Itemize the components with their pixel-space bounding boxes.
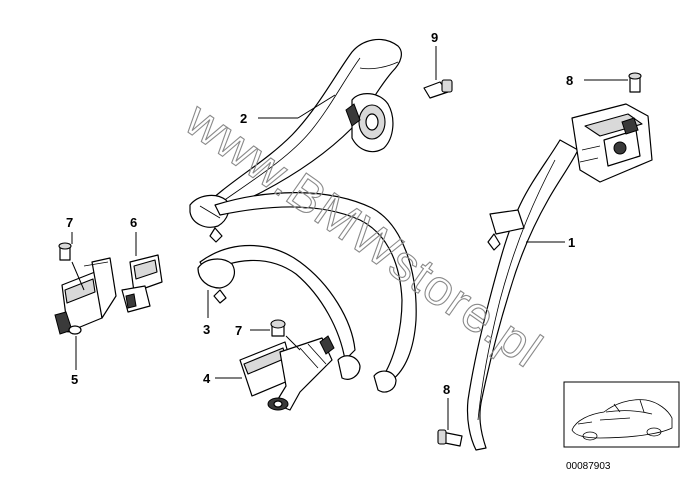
buckle-6 <box>121 254 163 313</box>
callout-2: 2 <box>240 111 247 126</box>
buckle-5 <box>54 257 117 335</box>
callout-5: 5 <box>71 372 78 387</box>
bolt-8-bottom <box>437 429 463 447</box>
reference-number: 00087903 <box>566 461 611 472</box>
bolt-7-center <box>270 319 286 337</box>
retractor-1 <box>571 103 653 183</box>
retractor-2 <box>345 61 399 153</box>
callout-6: 6 <box>130 215 137 230</box>
bolt-8-top <box>628 72 642 93</box>
callout-7-left: 7 <box>66 215 73 230</box>
rear-belt-lower <box>197 192 417 393</box>
rear-buckle-4 <box>239 335 335 411</box>
callout-7-center: 7 <box>235 323 242 338</box>
front-belt-1 <box>466 139 579 451</box>
callout-4: 4 <box>203 371 211 386</box>
car-thumbnail: 00087903 <box>563 381 680 472</box>
callout-8-top: 8 <box>566 73 573 88</box>
callout-8-bottom: 8 <box>443 382 450 397</box>
callout-labels: 2 9 8 1 6 7 5 3 7 4 8 <box>66 30 575 397</box>
rear-belt-upper <box>189 38 402 243</box>
callout-3: 3 <box>203 322 210 337</box>
leader-lines <box>71 46 628 430</box>
bolt-9 <box>423 79 453 99</box>
callout-1: 1 <box>568 235 575 250</box>
bolt-7-left <box>58 242 72 261</box>
callout-9: 9 <box>431 30 438 45</box>
